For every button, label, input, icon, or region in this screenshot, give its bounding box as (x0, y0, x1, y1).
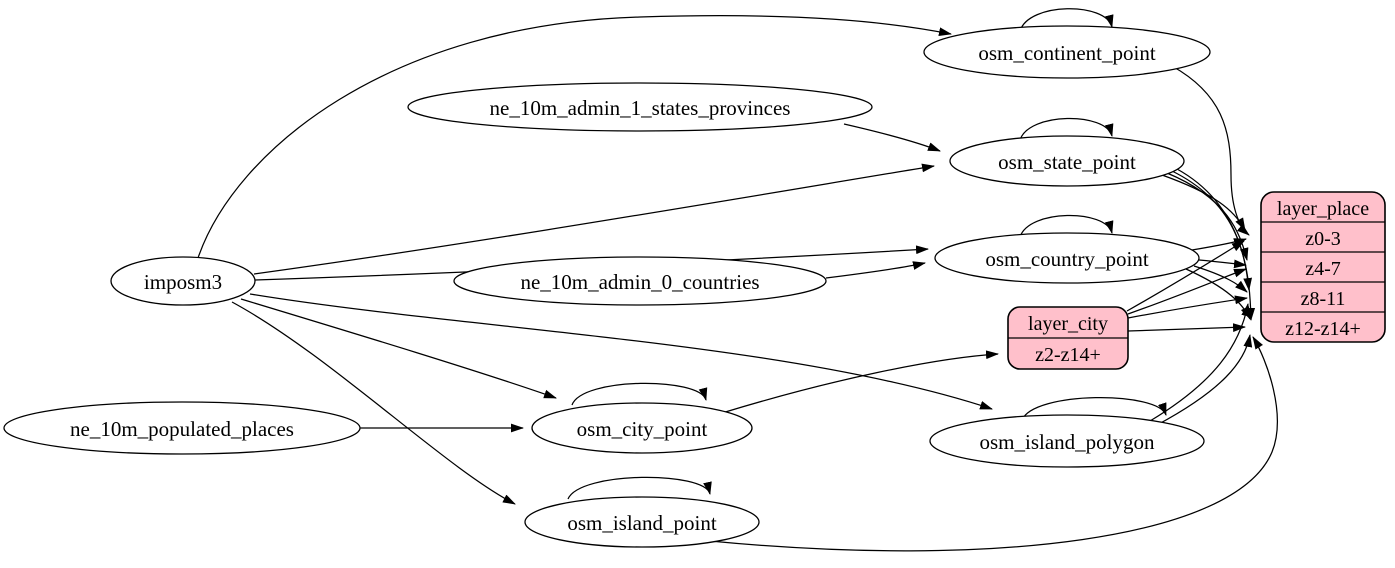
node-osm-city-point-label: osm_city_point (577, 417, 708, 441)
node-osm-continent-point-shape (923, 25, 1211, 79)
node-osm-city-point: osm_city_point (531, 402, 753, 454)
self-loop-osm-state-point (1019, 117, 1114, 141)
node-osm-state-point-label: osm_state_point (998, 150, 1136, 174)
node-osm-island-polygon: osm_island_polygon (929, 414, 1205, 468)
node-osm-country-point-shape (934, 232, 1200, 284)
edge-layer-city-layer-place-z12-z14 (1127, 323, 1246, 332)
node-imposm3: imposm3 (110, 256, 256, 306)
edge-imposm3-osm-state-point (253, 163, 935, 275)
edge-osm-city-point-layer-city-z2-z14 (721, 350, 999, 414)
node-osm-state-point-shape (949, 135, 1185, 187)
node-ne-10m-admin-0-countries-label: ne_10m_admin_0_countries (520, 270, 759, 294)
edge-imposm3-osm-island-polygon (249, 293, 993, 410)
edge-imposm3-osm-continent-point (197, 15, 952, 259)
self-loop-osm-island-polygon (1021, 397, 1167, 421)
edge-osm-state-point-layer-place-z12-z14 (1176, 168, 1256, 321)
node-imposm3-shape (110, 256, 256, 306)
edge-osm-island-polygon-layer-place-z8-11 (1149, 303, 1251, 422)
edges-group (197, 8, 1278, 552)
self-loop-osm-city-point (571, 382, 708, 406)
edge-osm-continent-point-layer-place-z0-3 (1171, 65, 1250, 236)
node-osm-island-polygon-label: osm_island_polygon (979, 430, 1155, 454)
node-osm-state-point: osm_state_point (949, 135, 1185, 187)
node-imposm3-label: imposm3 (144, 270, 222, 294)
node-osm-continent-point: osm_continent_point (923, 25, 1211, 79)
edge-osm-island-point-layer-place-z12-z14 (709, 336, 1278, 552)
edge-layer-city-layer-place-z0-3 (1126, 240, 1245, 312)
layer-place-row-z8-11: z8-11 (1301, 288, 1346, 310)
node-osm-continent-point-label: osm_continent_point (978, 41, 1155, 65)
layer-city-row-z2-z14: z2-z14+ (1035, 344, 1101, 366)
node-osm-island-point-label: osm_island_point (567, 511, 717, 535)
edge-osm-country-point-layer-place-z4-7 (1198, 259, 1247, 269)
node-ne-10m-admin-1-states-provinces-label: ne_10m_admin_1_states_provinces (490, 96, 791, 120)
node-osm-island-point-shape (524, 496, 760, 548)
node-layer-city: layer_city z2-z14+ (1007, 306, 1129, 370)
node-ne-10m-admin-0-countries-shape (453, 256, 827, 306)
self-loop-osm-country-point (1019, 214, 1114, 238)
node-ne-10m-populated-places-shape (3, 401, 361, 455)
node-layer-place: layer_place z0-3 z4-7 z8-11 z12-z14+ (1260, 191, 1386, 343)
edge-layer-city-layer-place-z8-11 (1127, 295, 1248, 319)
node-osm-island-point: osm_island_point (524, 496, 760, 548)
node-ne-10m-admin-1-states-provinces: ne_10m_admin_1_states_provinces (407, 82, 873, 132)
node-ne-10m-populated-places-label: ne_10m_populated_places (70, 417, 294, 441)
node-layer-place-title: layer_place (1277, 198, 1369, 220)
node-osm-island-polygon-shape (929, 414, 1205, 468)
node-layer-city-title: layer_city (1028, 313, 1108, 335)
edge-ne-10m-admin-0-countries-osm-country-point (825, 261, 926, 279)
edge-osm-country-point-layer-place-z8-11 (1193, 265, 1248, 293)
edge-osm-country-point-layer-place-z12-z14 (1185, 268, 1251, 320)
node-ne-10m-populated-places: ne_10m_populated_places (3, 401, 361, 455)
node-ne-10m-admin-1-states-provinces-shape (407, 82, 873, 132)
node-layer-place-shape (1260, 191, 1386, 343)
edge-layer-city-layer-place-z4-7 (1127, 268, 1247, 315)
edge-imposm3-osm-island-point (231, 301, 516, 505)
edge-osm-country-point-layer-place-z0-3 (1191, 238, 1247, 251)
layer-place-row-z0-3: z0-3 (1305, 228, 1341, 250)
node-osm-country-point: osm_country_point (934, 232, 1200, 284)
edge-ne-10m-admin-1-states-provinces-osm-state-point (843, 123, 941, 152)
edge-osm-island-polygon-layer-place-z12-z14 (1156, 334, 1253, 426)
node-osm-country-point-label: osm_country_point (985, 247, 1148, 271)
self-loop-osm-continent-point (1019, 8, 1114, 32)
node-ne-10m-admin-0-countries: ne_10m_admin_0_countries (453, 256, 827, 306)
node-osm-city-point-shape (531, 402, 753, 454)
self-loop-osm-island-point (567, 476, 712, 500)
layer-place-row-z12-z14: z12-z14+ (1285, 318, 1361, 340)
edge-osm-state-point-layer-place-z0-3 (1161, 174, 1246, 231)
layer-place-row-z4-7: z4-7 (1305, 258, 1341, 280)
edge-imposm3-osm-city-point (240, 298, 557, 399)
